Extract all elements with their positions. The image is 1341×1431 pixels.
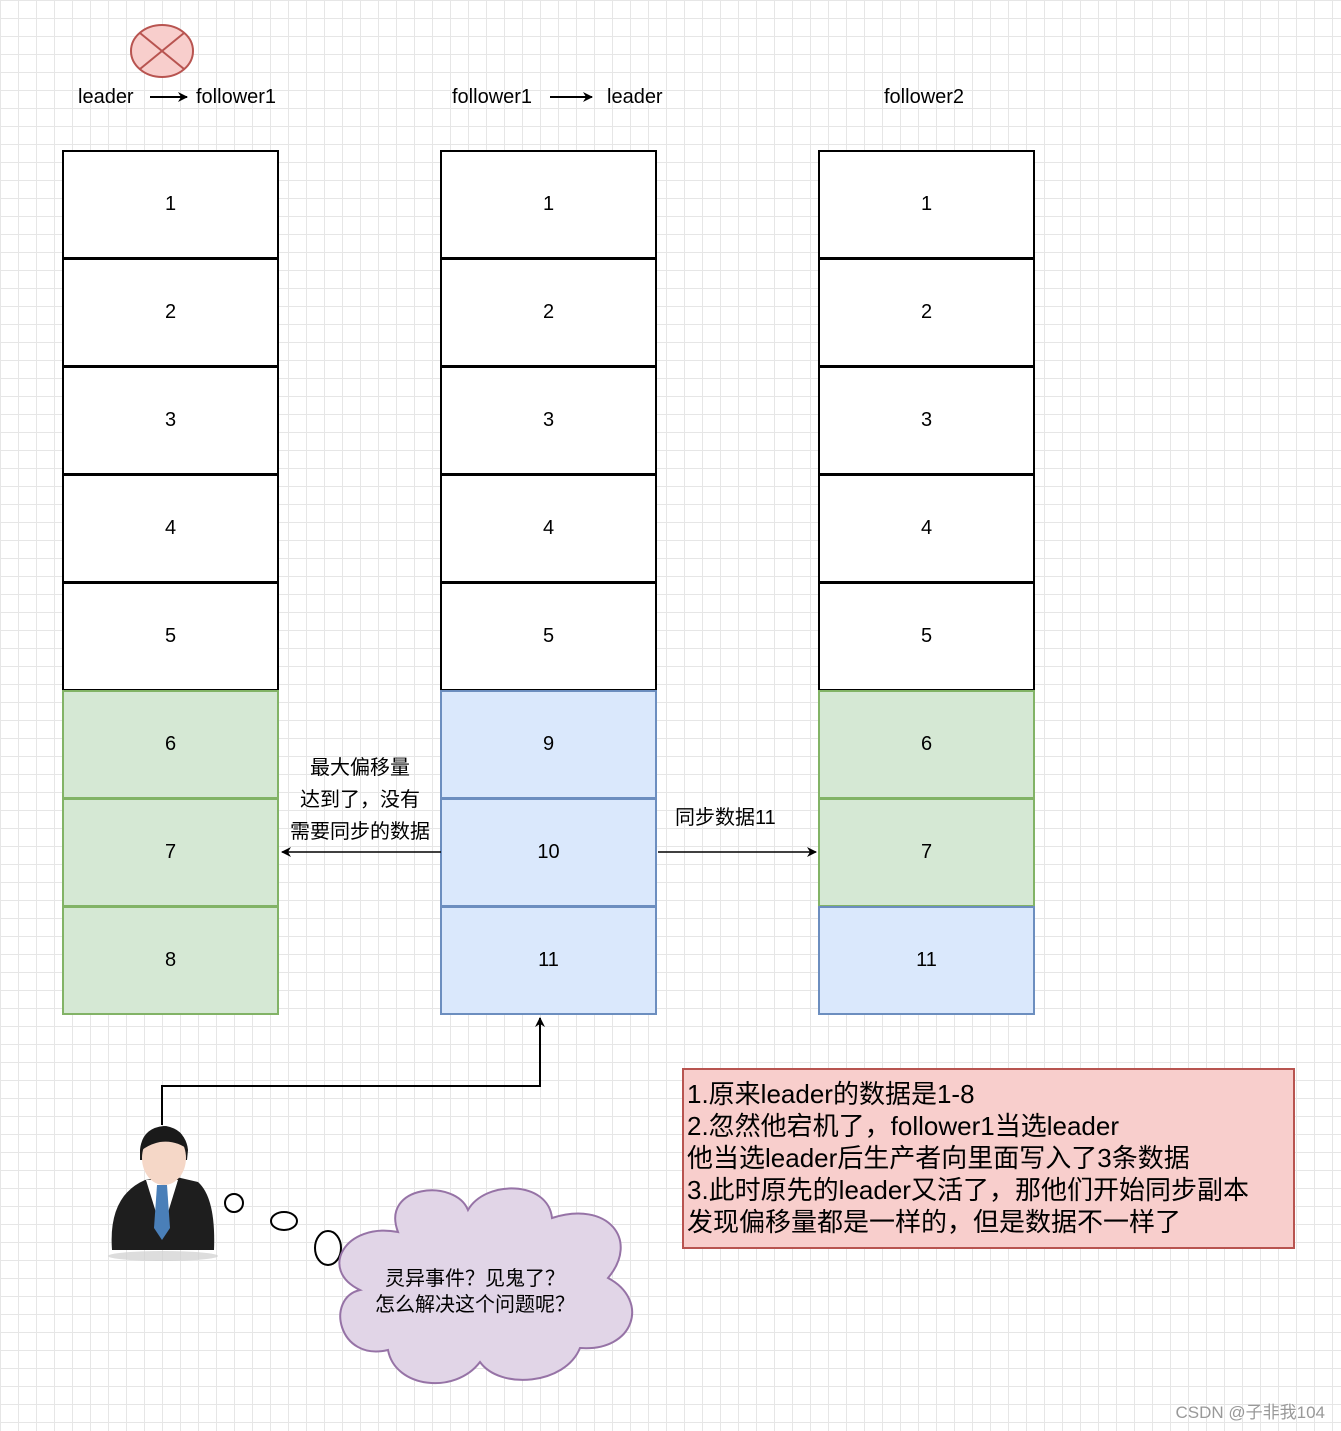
log-cell: 3 [62,366,279,475]
log-cell: 11 [440,906,657,1015]
thought-bubble-medium [270,1211,298,1231]
sync-data-label: 同步数据11 [675,807,776,829]
producer-write-arrow [161,1017,545,1125]
note-line: 3.此时原先的leader又活了，那他们开始同步副本 [687,1175,1249,1205]
log-cell: 5 [818,582,1035,691]
log-cell: 2 [62,258,279,367]
failure-x-icon [130,24,194,78]
log-cell: 2 [440,258,657,367]
header-col3-title: follower2 [884,86,965,108]
log-cell: 7 [62,798,279,907]
max-offset-annotation: 最大偏移量 达到了，没有 需要同步的数据 [282,752,438,848]
log-cell: 4 [440,474,657,583]
log-cell: 6 [62,690,279,799]
log-cell: 3 [818,366,1035,475]
log-cell: 2 [818,258,1035,367]
watermark: CSDN @子非我104 [1175,1403,1325,1422]
log-cell: 6 [818,690,1035,799]
cloud-text: 灵异事件？见鬼了？ 怎么解决这个问题呢？ [340,1266,610,1318]
log-cell: 1 [440,150,657,259]
log-cell: 5 [440,582,657,691]
log-cell: 11 [818,906,1035,1015]
annotation-line: 达到了，没有 [300,789,420,811]
log-cell: 1 [62,150,279,259]
note-line: 1.原来leader的数据是1-8 [687,1079,975,1109]
header-col2-to: leader [607,86,663,108]
log-cell: 4 [62,474,279,583]
annotation-line: 最大偏移量 [310,757,410,779]
note-line: 他当选leader后生产者向里面写入了3条数据 [687,1143,1190,1173]
cloud-line: 灵异事件？见鬼了？ [385,1268,565,1290]
annotation-line: 需要同步的数据 [290,821,430,843]
thought-bubble-large [314,1230,342,1266]
header-col2-from: follower1 [452,86,533,108]
header-col1-to: follower1 [196,86,277,108]
person-icon [108,1126,218,1261]
explanation-note: 1.原来leader的数据是1-8 2.忽然他宕机了，follower1当选le… [682,1068,1295,1249]
log-cell: 3 [440,366,657,475]
log-cell: 10 [440,798,657,907]
note-line: 发现偏移量都是一样的，但是数据不一样了 [687,1207,1182,1237]
log-cell: 8 [62,906,279,1015]
log-cell: 1 [818,150,1035,259]
log-cell: 4 [818,474,1035,583]
log-cell: 7 [818,798,1035,907]
cloud-line: 怎么解决这个问题呢？ [375,1294,575,1316]
log-cell: 5 [62,582,279,691]
log-cell: 9 [440,690,657,799]
thought-bubble-small [224,1193,244,1213]
note-line: 2.忽然他宕机了，follower1当选leader [687,1111,1120,1141]
header-col1-from: leader [78,86,134,108]
